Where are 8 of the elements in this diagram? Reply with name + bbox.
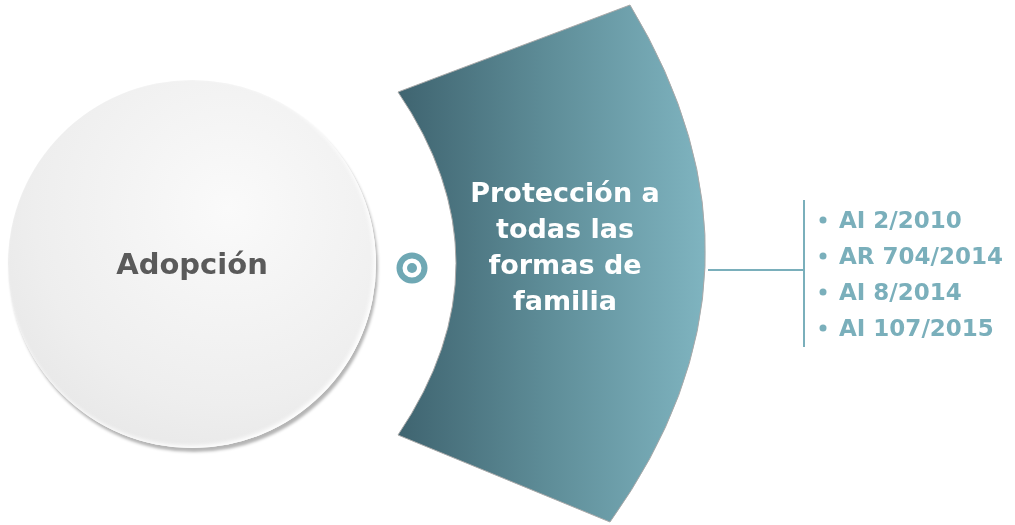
connector-line	[707, 269, 804, 271]
list-item: AI 8/2014	[839, 277, 962, 307]
node-label: Adopción	[116, 247, 268, 281]
list-item: AI 2/2010	[839, 205, 962, 235]
bracket-list	[803, 200, 1003, 347]
list-item: AR 704/2014	[839, 241, 1003, 271]
list-item: AI 107/2015	[839, 313, 994, 343]
node-label: Protección a todas las formas de familia	[469, 176, 661, 318]
